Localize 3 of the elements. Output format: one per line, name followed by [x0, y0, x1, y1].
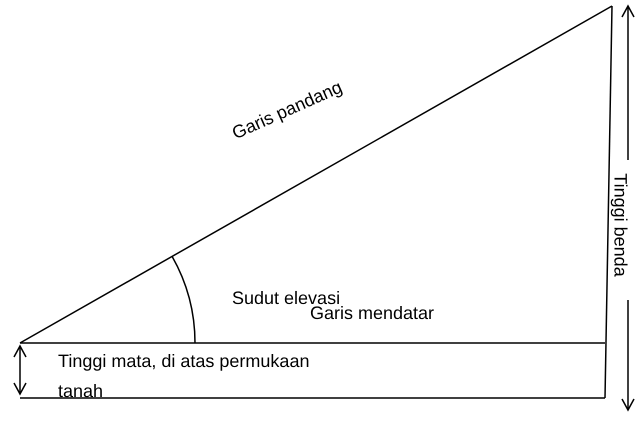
- height-label: Tinggi mata, di atas permukaan tanah: [58, 350, 310, 403]
- line-label: Garis mendatar: [310, 303, 434, 325]
- height-label: Tinggi benda: [610, 173, 632, 277]
